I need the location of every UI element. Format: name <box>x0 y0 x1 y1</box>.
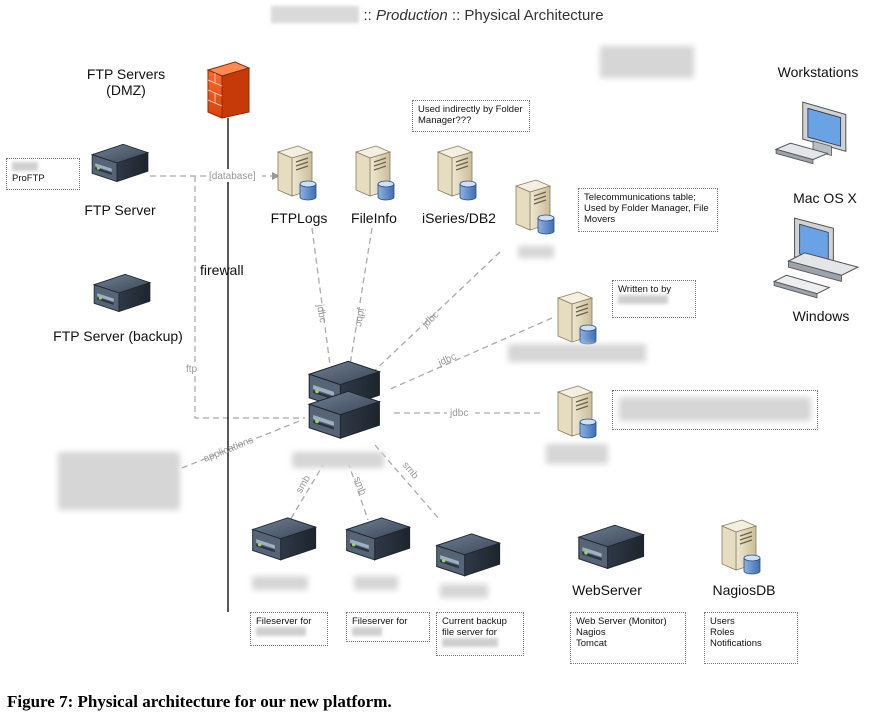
fileserver-2-note: Fileserver for <box>346 612 430 642</box>
webserver-note: Web Server (Monitor) Nagios Tomcat <box>570 612 686 664</box>
windows-workstation-icon <box>770 214 862 308</box>
fileinfo-label: FileInfo <box>351 210 397 226</box>
applications-line <box>181 419 303 469</box>
telecom-db-icon <box>536 214 556 236</box>
mac-workstation-icon <box>772 98 854 174</box>
ftplogs-label: FTPLogs <box>270 210 328 226</box>
dmz-label: FTP Servers (DMZ) <box>86 66 166 98</box>
label-jdbc-5: jdbc <box>449 408 468 419</box>
figure-caption: Figure 7: Physical architecture for our … <box>7 692 392 711</box>
title-rest: Physical Architecture <box>464 7 604 24</box>
ftp-backup-server-label: FTP Server (backup) <box>53 328 183 344</box>
db-server-3-db-icon <box>578 418 598 440</box>
redacted-fileserver-1-name <box>252 576 308 590</box>
iseries-db-icon <box>458 180 478 202</box>
workstations-label: Workstations <box>777 64 859 80</box>
telecom-note: Telecommunications table; Used by Folder… <box>578 188 718 232</box>
redacted-server-name-3 <box>546 444 608 464</box>
ftp-server-icon <box>88 140 150 188</box>
fileserver-1-note: Fileserver for <box>250 612 328 646</box>
nagiosdb-note: Users Roles Notifications <box>704 612 798 664</box>
redacted-server-name-1 <box>518 246 554 258</box>
firewall-label: firewall <box>200 262 244 278</box>
label-smb-2: smb <box>351 475 368 497</box>
written-db-icon <box>578 324 598 346</box>
redacted-top-right <box>600 46 694 78</box>
used-indirectly-note: Used indirectly by Folder Manager??? <box>412 100 530 132</box>
nagiosdb-label: NagiosDB <box>712 582 776 598</box>
smb-left-line <box>289 461 326 521</box>
redacted-org-name <box>271 6 360 23</box>
redacted-applications <box>58 452 180 510</box>
fileinfo-db-icon <box>376 180 396 202</box>
webserver-icon <box>574 520 646 576</box>
jdbc-ftplogs-line <box>311 227 331 366</box>
fileserver-1-icon <box>248 512 318 568</box>
webserver-label: WebServer <box>572 582 642 598</box>
written-to-note: Written to by <box>612 280 696 318</box>
label-jdbc-4: jdbc <box>436 351 458 369</box>
app-server-bottom-icon <box>304 386 382 446</box>
ftp-backup-server-icon <box>90 270 152 318</box>
label-jdbc-2: jdbc <box>353 306 367 327</box>
redacted-note-3 <box>612 390 818 430</box>
label-smb-1: smb <box>294 473 313 495</box>
smb-mid-line <box>347 461 369 521</box>
backup-fileserver-icon <box>432 528 502 584</box>
title-environment: Production <box>376 7 448 24</box>
iseries-label: iSeries/DB2 <box>422 210 496 226</box>
smb-right-line <box>374 444 441 521</box>
ftp-line <box>194 176 305 419</box>
ftplogs-db-icon <box>298 180 318 202</box>
nagiosdb-db-icon <box>742 554 762 576</box>
label-database: [database] <box>209 171 256 182</box>
label-ftp: ftp <box>186 364 198 375</box>
ftp-server-label: FTP Server <box>84 202 156 218</box>
redacted-app-server-name <box>292 452 384 468</box>
mac-label: Mac OS X <box>793 190 857 206</box>
redacted-server-name-2 <box>508 344 646 362</box>
label-smb-3: smb <box>400 460 421 482</box>
jdbc-fileinfo-line <box>349 227 373 366</box>
label-jdbc-1: jdbc <box>314 303 328 324</box>
diagram-title: :: Production :: Physical Architecture <box>0 6 875 24</box>
redacted-fileserver-2-name <box>354 576 398 590</box>
label-jdbc-3: jdbc <box>420 309 442 330</box>
backup-note: Current backup file server for <box>436 612 524 656</box>
firewall-icon <box>206 61 251 119</box>
redacted-backup-name <box>440 584 488 598</box>
proftp-note: ProFTP <box>6 158 80 190</box>
fileserver-2-icon <box>342 512 412 568</box>
windows-label: Windows <box>792 308 850 324</box>
